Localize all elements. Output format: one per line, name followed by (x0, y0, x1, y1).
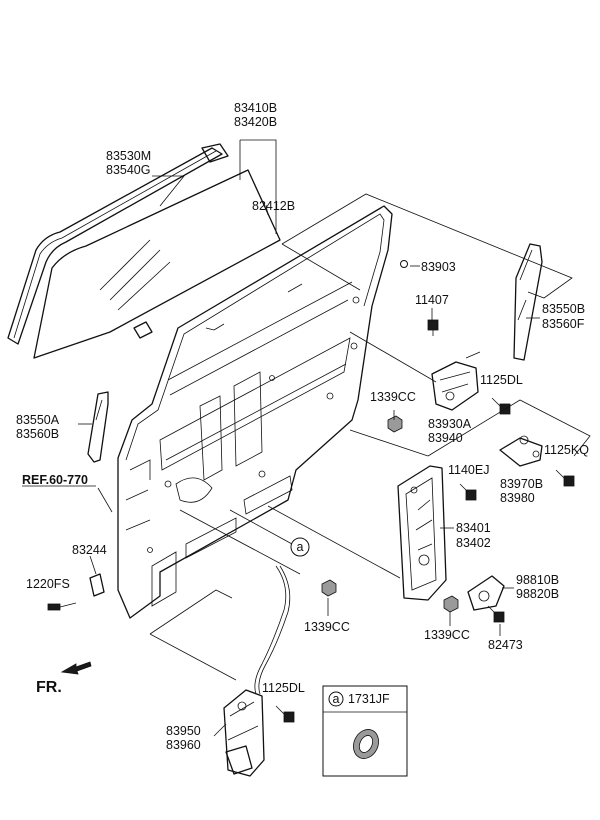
label-1125KQ: 1125KQ (544, 443, 589, 457)
label-11407: 11407 (415, 293, 449, 307)
label-83560B: 83560B (16, 427, 59, 441)
nut-1339CC-a (387, 415, 403, 433)
label-83960: 83960 (166, 738, 201, 752)
label-83560F: 83560F (542, 317, 585, 331)
label-83402: 83402 (456, 536, 491, 550)
latch-assembly (431, 361, 479, 411)
bolt-82473 (493, 611, 505, 623)
label-1125DL-b: 1125DL (262, 681, 305, 695)
label-82412B: 82412B (252, 199, 295, 213)
label-83540G: 83540G (106, 163, 150, 177)
lower-latch (223, 689, 265, 777)
glass-run-channel (7, 143, 229, 345)
bolt-1125KQ (563, 475, 575, 487)
label-83550B: 83550B (542, 302, 585, 316)
rear-channel-left (87, 391, 109, 463)
glass-clip (133, 321, 153, 339)
label-1339CC-c: 1339CC (424, 628, 470, 642)
hinge-roller (499, 435, 543, 467)
screw-1220FS (47, 603, 61, 611)
bolt-1140EJ (465, 489, 477, 501)
label-1220FS: 1220FS (26, 577, 70, 591)
label-1339CC-a: 1339CC (370, 390, 416, 404)
grommet-83903 (400, 260, 408, 268)
nut-1339CC-c (443, 595, 459, 613)
label-1140EJ: 1140EJ (448, 463, 489, 477)
label-98820B: 98820B (516, 587, 559, 601)
callout-a-marker (290, 537, 310, 557)
label-83410B: 83410B (234, 101, 277, 115)
door-inner-panel (117, 205, 393, 619)
bolt-1125DL-b (283, 711, 295, 723)
bracket-83244 (89, 573, 105, 597)
label-83530M: 83530M (106, 149, 151, 163)
label-fr: FR. (36, 679, 62, 696)
leader-lines (22, 139, 591, 737)
label-83550A: 83550A (16, 413, 60, 427)
label-83244: 83244 (72, 543, 107, 557)
rear-channel-right (513, 243, 543, 361)
label-83420B: 83420B (234, 115, 277, 129)
label-83940: 83940 (428, 431, 463, 445)
label-1125DL-a: 1125DL (480, 373, 523, 387)
label-83401: 83401 (456, 521, 491, 535)
fasteners (47, 260, 575, 723)
label-83980: 83980 (500, 491, 535, 505)
front-arrow-icon (60, 661, 92, 675)
label-83930A: 83930A (428, 417, 472, 431)
door-cable (254, 565, 291, 695)
label-ref-60-770: REF.60-770 (22, 473, 88, 487)
nut-1339CC-b (321, 579, 337, 597)
label-83950: 83950 (166, 724, 201, 738)
legend-part-number: 1731JF (348, 692, 390, 706)
label-83970B: 83970B (500, 477, 543, 491)
label-83903: 83903 (421, 260, 456, 274)
callout-a-text: a (297, 540, 304, 554)
label-1339CC-b: 1339CC (304, 620, 350, 634)
door-glass (33, 169, 281, 359)
window-regulator (397, 465, 447, 601)
legend-box (322, 685, 408, 777)
label-82473: 82473 (488, 638, 523, 652)
legend-mark: a (333, 692, 340, 706)
bolt-11407 (427, 319, 439, 331)
regulator-motor (467, 575, 505, 611)
label-98810B: 98810B (516, 573, 559, 587)
